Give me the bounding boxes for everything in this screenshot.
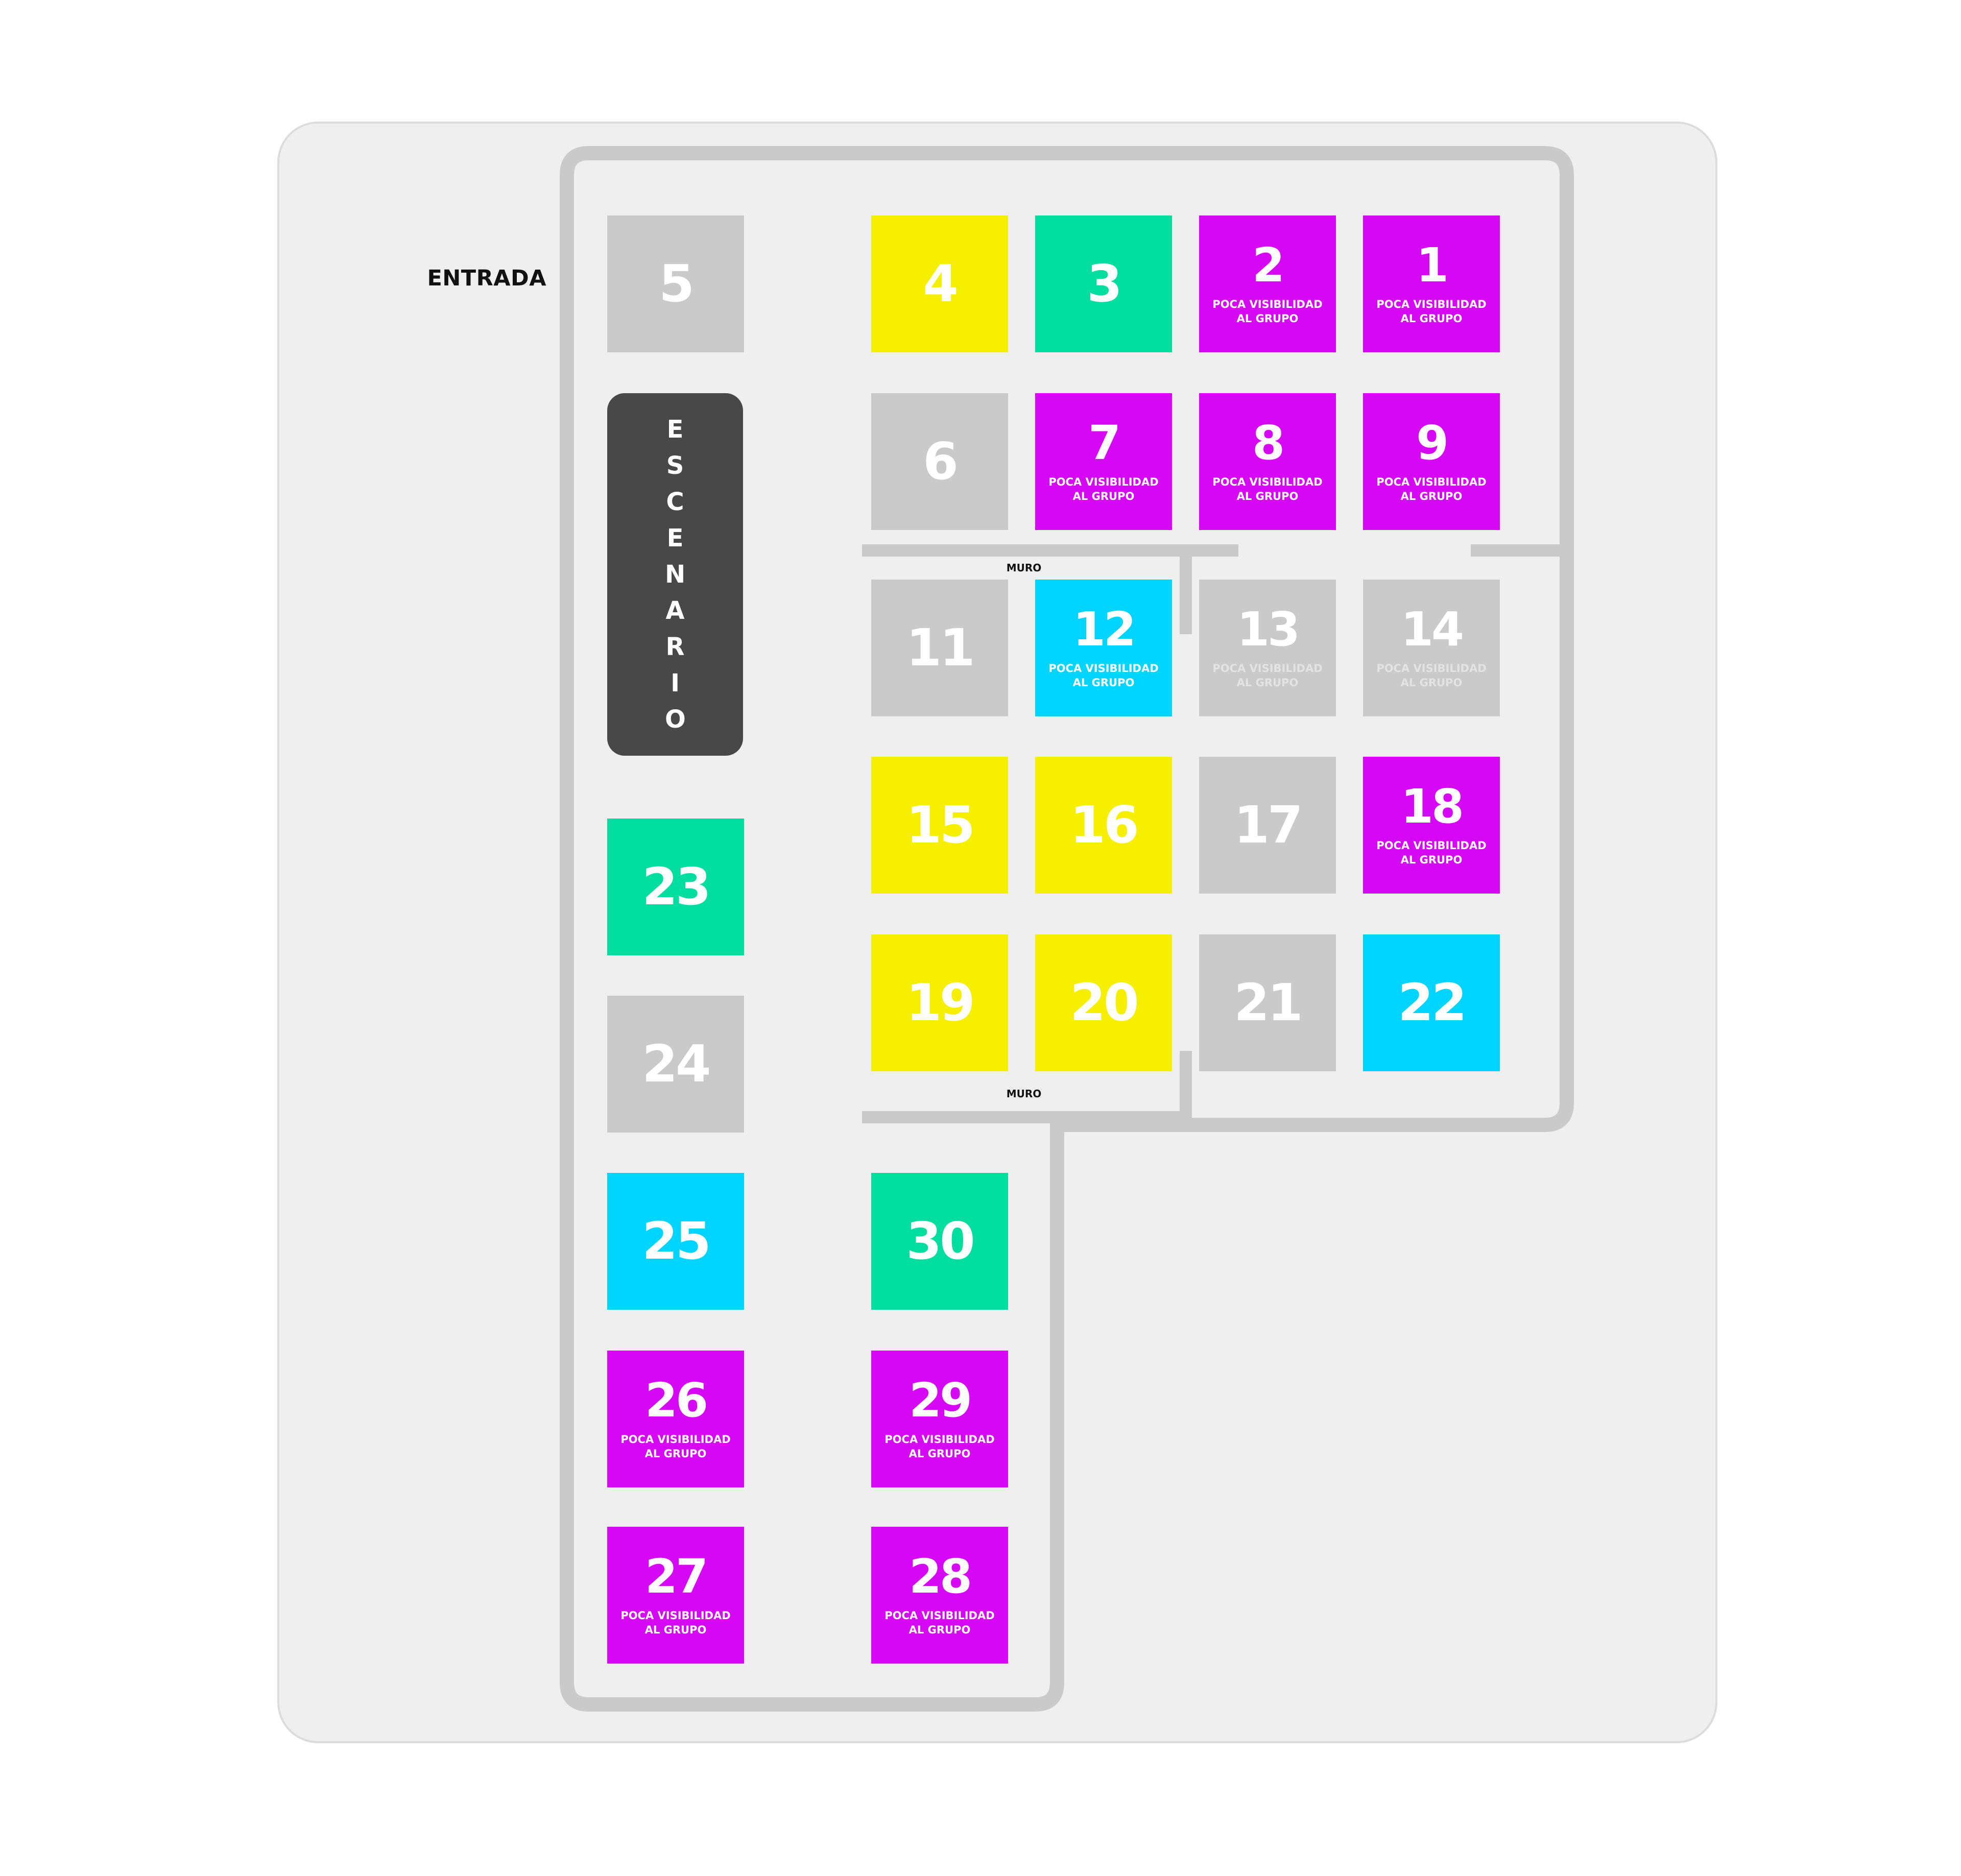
- table-30[interactable]: 30: [871, 1173, 1008, 1310]
- table-24[interactable]: 24: [607, 996, 744, 1133]
- table-number: 30: [906, 1211, 975, 1271]
- table-number: 8: [1252, 415, 1285, 470]
- wall-label-lower: MURO: [1006, 1088, 1042, 1100]
- table-number: 16: [1070, 795, 1139, 855]
- table-number: 21: [1234, 973, 1303, 1032]
- table-15[interactable]: 15: [871, 757, 1008, 894]
- stage: ESCENARIO: [607, 393, 743, 756]
- table-number: 17: [1234, 795, 1303, 855]
- table-number: 3: [1087, 254, 1122, 314]
- table-number: 29: [908, 1373, 972, 1428]
- table-number: 26: [644, 1373, 708, 1428]
- table-number: 23: [642, 857, 711, 917]
- table-11[interactable]: 11: [871, 580, 1008, 716]
- table-5[interactable]: 5: [607, 215, 744, 352]
- table-number: 27: [644, 1549, 708, 1604]
- table-number: 12: [1072, 602, 1136, 657]
- table-number: 5: [659, 254, 695, 314]
- table-number: 6: [923, 431, 959, 491]
- table-number: 15: [906, 795, 975, 855]
- table-4[interactable]: 4: [871, 215, 1008, 352]
- table-number: 2: [1252, 237, 1285, 293]
- stage-label: ESCENARIO: [665, 415, 686, 734]
- table-number: 19: [906, 973, 975, 1032]
- table-20[interactable]: 20: [1035, 934, 1172, 1071]
- wall-label-upper: MURO: [1006, 562, 1042, 574]
- table-number: 24: [642, 1034, 711, 1094]
- table-number: 13: [1236, 602, 1300, 657]
- entrance-label: ENTRADA: [427, 266, 546, 291]
- table-23[interactable]: 23: [607, 819, 744, 955]
- table-6[interactable]: 6: [871, 393, 1008, 530]
- table-number: 9: [1416, 415, 1449, 470]
- table-16[interactable]: 16: [1035, 757, 1172, 894]
- table-number: 1: [1416, 237, 1449, 293]
- table-19[interactable]: 19: [871, 934, 1008, 1071]
- table-number: 22: [1398, 973, 1467, 1032]
- table-22[interactable]: 22: [1363, 934, 1500, 1071]
- table-number: 14: [1400, 602, 1464, 657]
- table-21[interactable]: 21: [1199, 934, 1336, 1071]
- table-number: 18: [1400, 779, 1464, 834]
- table-number: 7: [1088, 415, 1121, 470]
- table-3[interactable]: 3: [1035, 215, 1172, 352]
- table-number: 25: [642, 1211, 711, 1271]
- table-number: 11: [906, 618, 975, 678]
- table-number: 4: [923, 254, 959, 314]
- table-17[interactable]: 17: [1199, 757, 1336, 894]
- table-number: 20: [1070, 973, 1139, 1032]
- table-25[interactable]: 25: [607, 1173, 744, 1310]
- outer-wall: [560, 146, 1574, 1712]
- table-number: 28: [908, 1549, 972, 1604]
